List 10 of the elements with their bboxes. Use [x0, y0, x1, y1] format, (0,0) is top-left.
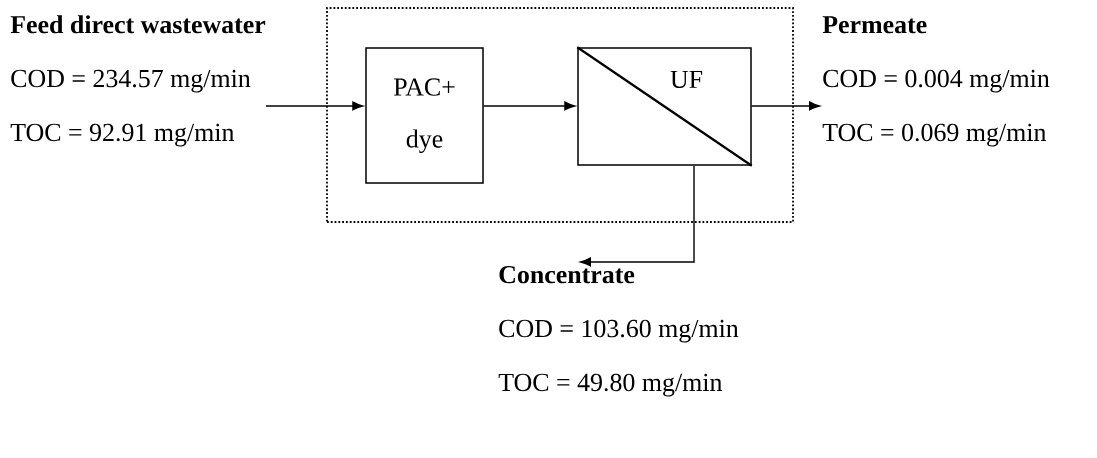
membrane-box: UF — [576, 46, 753, 167]
stream-values: Permeate COD = 0.004 mg/min TOC = 0.069 mg/min — [822, 16, 1050, 147]
arrow — [483, 101, 576, 111]
stream-values: Concentrate COD = 103.60 mg/min TOC = 49.80 mg/min — [498, 265, 739, 397]
arrow — [751, 101, 820, 111]
arrow — [580, 165, 695, 267]
dotted-boundary — [326, 7, 794, 223]
process-box: PAC+ dye — [365, 47, 484, 184]
arrow — [265, 101, 364, 111]
stream-values: Feed direct wastewater COD = 234.57 mg/min TOC = 92.91 mg/min — [10, 15, 266, 147]
